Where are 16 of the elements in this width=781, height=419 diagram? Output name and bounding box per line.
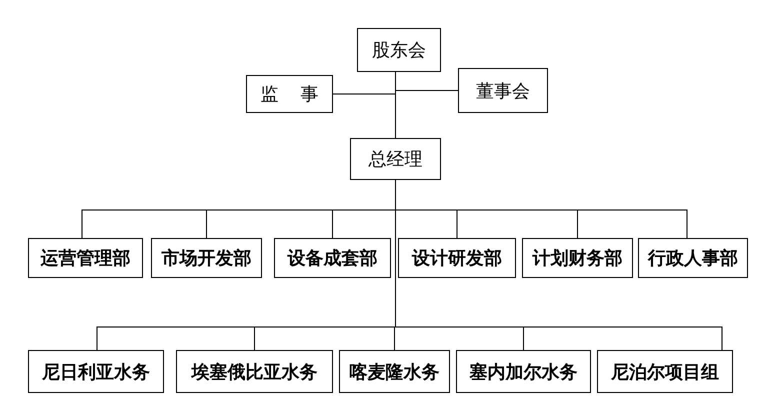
- department-box: 埃塞俄比亚水务: [176, 350, 333, 393]
- department-box: 运营管理部: [28, 238, 143, 278]
- governance-box: 监事: [246, 75, 333, 113]
- department-box: 行政人事部: [638, 238, 748, 278]
- governance-box: 股东会: [357, 28, 441, 72]
- department-box: 计划财务部: [522, 238, 633, 278]
- department-box: 市场开发部: [151, 238, 262, 278]
- department-box: 设备成套部: [274, 238, 391, 278]
- department-box: 塞内加尔水务: [456, 350, 591, 393]
- department-box: 尼泊尔项目组: [597, 350, 733, 393]
- department-box: 喀麦隆水务: [339, 350, 450, 393]
- connector-line: [395, 72, 396, 138]
- department-box: 尼日利亚水务: [28, 350, 164, 393]
- department-box: 设计研发部: [398, 238, 516, 278]
- governance-box: 董事会: [458, 68, 548, 113]
- governance-box: 总经理: [350, 138, 441, 180]
